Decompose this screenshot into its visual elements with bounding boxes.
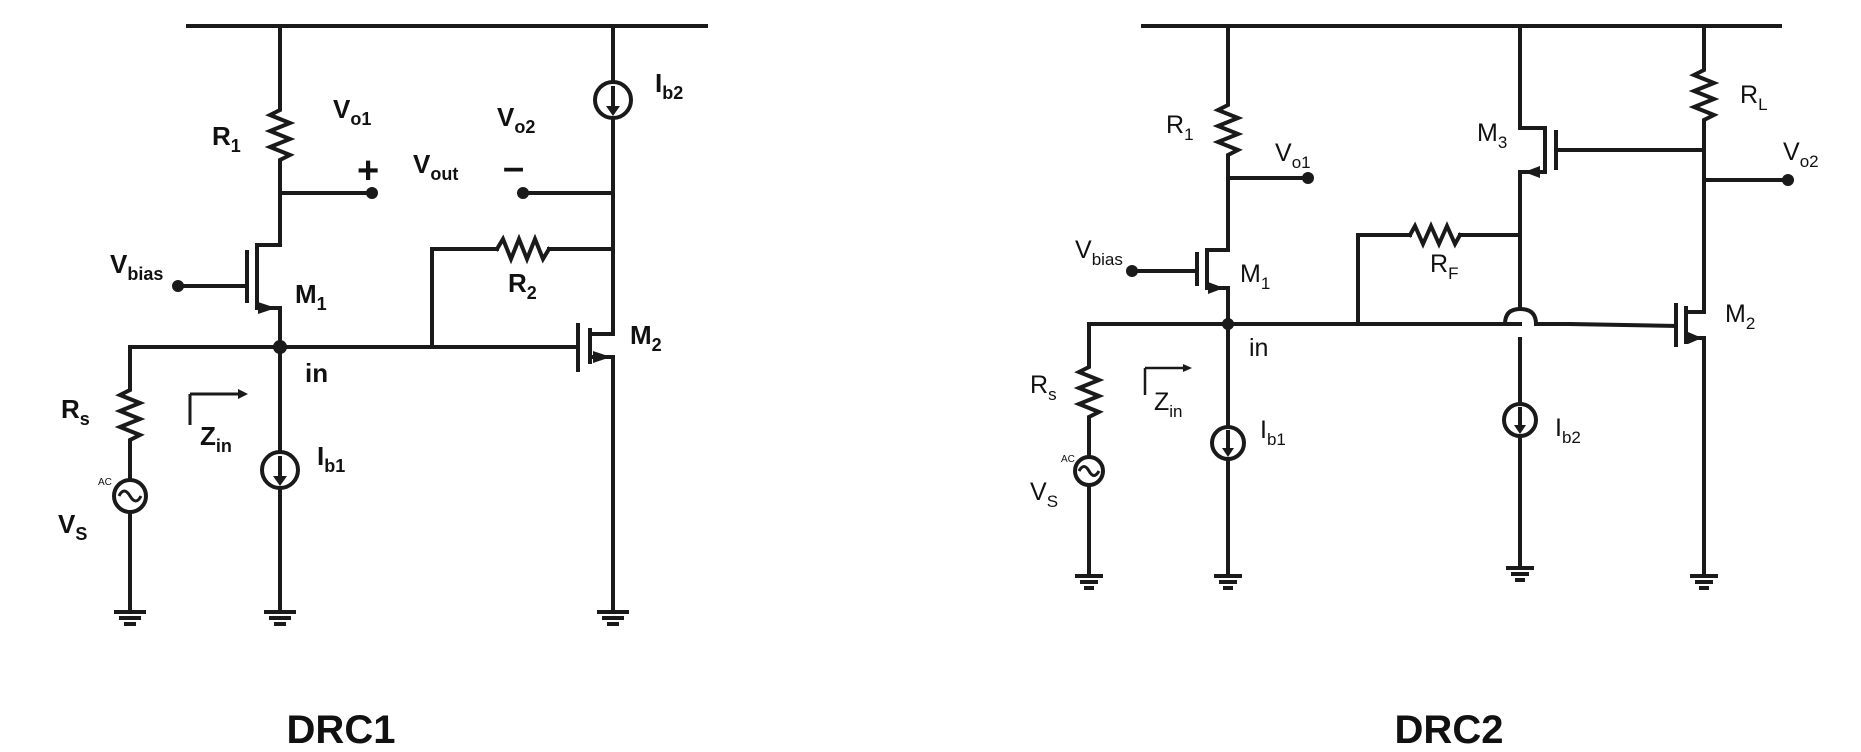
drc2-ground-icon [1075,574,1103,590]
drc1-r1-resistor [264,98,296,172]
drc2-m3-label: M3 [1477,119,1507,152]
drc2-m2-label: M2 [1725,300,1755,333]
drc2-ground-icon [1690,574,1718,590]
drc2-ground-icon [1506,566,1534,582]
drc1-rs-resistor [114,383,146,452]
drc2-rs-label: Rs [1030,371,1057,404]
drc2-in-label: in [1249,334,1268,362]
drc1-title: DRC1 [287,708,396,752]
drc2-wire-crossover [1502,306,1539,327]
drc2-vo1-terminal [1302,172,1314,184]
drc2-ac-label: AC [1061,454,1075,465]
drc1-ib1-current-source-icon [260,450,300,490]
drc2-title: DRC2 [1395,708,1504,752]
drc1-vo1-terminal [366,187,378,199]
drc1-m1-label: M1 [295,279,327,314]
drc2-rf-label: RF [1430,250,1458,283]
drc1-ground-icon [597,610,629,626]
drc1-vo2-terminal [517,187,529,199]
drc1-vbias-label: Vbias [110,249,163,284]
drc1-vout-label: Vout [413,149,458,184]
drc1-ib2-current-source-icon [593,80,633,120]
drc2-zin-arrow-icon [1143,364,1192,395]
drc2-ib1-current-source-icon [1210,425,1246,461]
drc2-circuit: R1 Vo1 Vbias M1 RF M3 RL Vo2 M2 in Rs Zi… [1030,24,1819,752]
drc2-rl-resistor [1688,63,1720,127]
drc2-rf-resistor [1407,221,1463,249]
drc2-rs-resistor [1073,360,1105,424]
drc1-ac-source-icon [112,478,148,514]
drc1-minus-sign: – [503,147,524,189]
drc1-zin-arrow-icon [188,389,248,425]
drc2-m1-transistor [1126,248,1230,326]
drc1-in-label: in [305,358,328,388]
drc2-vs-label: VS [1030,478,1058,511]
drc1-m1-transistor [172,243,282,349]
drc1-r2-resistor [494,233,552,265]
drc1-ac-label: AC [98,477,112,488]
drc1-circuit: R1 Vo1 Vo2 Vout + – Ib2 Vbias M1 R2 M2 i… [58,24,708,752]
drc1-vs-label: VS [58,509,87,544]
drc1-m2-transistor [576,323,615,372]
drc2-rl-label: RL [1740,81,1768,114]
drc1-ib1-label: Ib1 [317,441,345,476]
drc2-vo2-terminal [1782,174,1794,186]
drc1-m2-label: M2 [630,320,662,355]
drc1-rs-label: Rs [61,394,90,429]
drc2-vo1-label: Vo1 [1275,139,1311,172]
drc2-m3-transistor [1518,126,1706,178]
drc2-ib1-label: Ib1 [1260,416,1286,449]
drc2-in-wire [1567,321,1679,329]
drc2-vo2-label: Vo2 [1783,138,1819,171]
drc1-r1-label: R1 [212,121,241,156]
drc2-r1-resistor [1212,98,1244,162]
drc2-zin-label: Zin [1154,388,1183,421]
drc1-zin-label: Zin [200,421,232,456]
drc1-ground-icon [264,610,296,626]
drc1-ground-icon [114,610,146,626]
drc2-m2-transistor [1674,303,1706,347]
drc1-plus-sign: + [357,150,379,192]
drc2-ground-icon [1214,574,1242,590]
drc1-vo1-label: Vo1 [333,94,371,129]
drc2-m1-label: M1 [1240,260,1270,293]
drc2-r1-label: R1 [1166,111,1194,144]
drc1-vo2-label: Vo2 [497,102,535,137]
drc2-ib2-label: Ib2 [1555,414,1581,447]
drc1-ib2-label: Ib2 [655,68,683,103]
drc2-ac-source-icon [1073,455,1105,487]
drc2-ib2-current-source-icon [1502,402,1538,438]
drc1-r2-label: R2 [508,268,537,303]
drc2-vbias-label: Vbias [1075,236,1123,269]
